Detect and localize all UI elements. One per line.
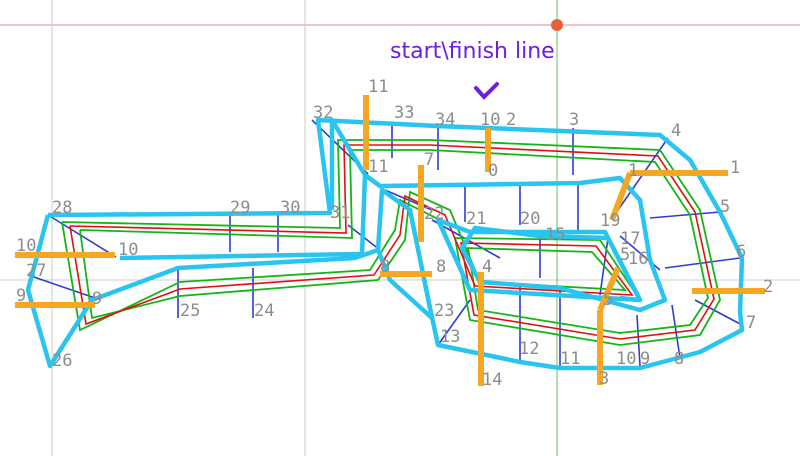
label-25: 25 [180, 301, 200, 321]
label-29: 29 [230, 198, 250, 218]
label-14-bottom: 14 [482, 370, 502, 390]
label-11-top: 11 [368, 77, 388, 97]
label-9-left-inner: 9 [92, 289, 102, 309]
label-16: 16 [628, 249, 648, 269]
label-9-left: 9 [16, 286, 26, 306]
label-7-right: 7 [746, 313, 756, 333]
section-markers [15, 95, 765, 386]
label-1-right: 1 [730, 158, 740, 178]
label-22: 22 [424, 204, 444, 224]
label-33: 33 [394, 103, 414, 123]
label-19: 19 [600, 211, 620, 231]
checkmark-icon [474, 82, 499, 100]
label-1-mid: 1 [628, 161, 638, 181]
label-20: 20 [520, 209, 540, 229]
boundary-inner-loop [435, 217, 643, 303]
label-0-mid: 0 [488, 161, 498, 181]
label-7-mid: 7 [424, 150, 434, 170]
label-3-bottom: 3 [599, 369, 609, 389]
label-34: 34 [435, 110, 455, 130]
label-32: 32 [313, 103, 333, 123]
boundary-inner-lower [119, 117, 368, 261]
label-21: 21 [466, 209, 486, 229]
boundary-outer [25, 117, 745, 371]
label-5-mid-right: 5 [620, 245, 630, 265]
label-8-mid: 8 [380, 257, 390, 277]
label-10-bottom: 10 [616, 349, 636, 369]
label-10-left: 10 [16, 236, 36, 256]
label-10-left-inner: 10 [118, 240, 138, 260]
marker-1-diag [609, 171, 633, 222]
label-17: 17 [620, 229, 640, 249]
label-4-top: 4 [671, 121, 681, 141]
marker-5-diag [597, 266, 621, 312]
label-12-bottom: 12 [519, 339, 539, 359]
label-30: 30 [280, 198, 300, 218]
boundary-link [375, 249, 434, 320]
label-6-right: 6 [736, 242, 746, 262]
label-8-mid-right: 8 [436, 257, 446, 277]
label-15: 15 [545, 225, 565, 245]
label-27: 27 [26, 261, 46, 281]
label-28: 28 [52, 198, 72, 218]
label-11-bottom: 11 [560, 349, 580, 369]
label-9-bottom: 9 [640, 349, 650, 369]
label-23: 23 [434, 301, 454, 321]
label-4-mid: 4 [482, 257, 492, 277]
label-8-bottom: 8 [674, 349, 684, 369]
label-26: 26 [52, 351, 72, 371]
label-5-right: 5 [720, 197, 730, 217]
label-11-mid: 11 [368, 157, 388, 177]
label-5-mid: 5 [603, 290, 613, 310]
diagram-title: start\finish line [390, 39, 555, 64]
label-2-right: 2 [763, 277, 773, 297]
label-2-top: 2 [506, 110, 516, 130]
label-24: 24 [254, 301, 274, 321]
track-boundary [25, 117, 745, 371]
label-13-bottom: 13 [440, 327, 460, 347]
label-10-top: 10 [480, 110, 500, 130]
section-labels: 11 32 33 34 10 2 3 4 1 5 6 2 7 8 9 10 11… [16, 77, 773, 390]
origin-dot [551, 19, 563, 31]
center-line [69, 144, 715, 340]
label-3-top: 3 [569, 110, 579, 130]
label-31: 31 [330, 203, 350, 223]
